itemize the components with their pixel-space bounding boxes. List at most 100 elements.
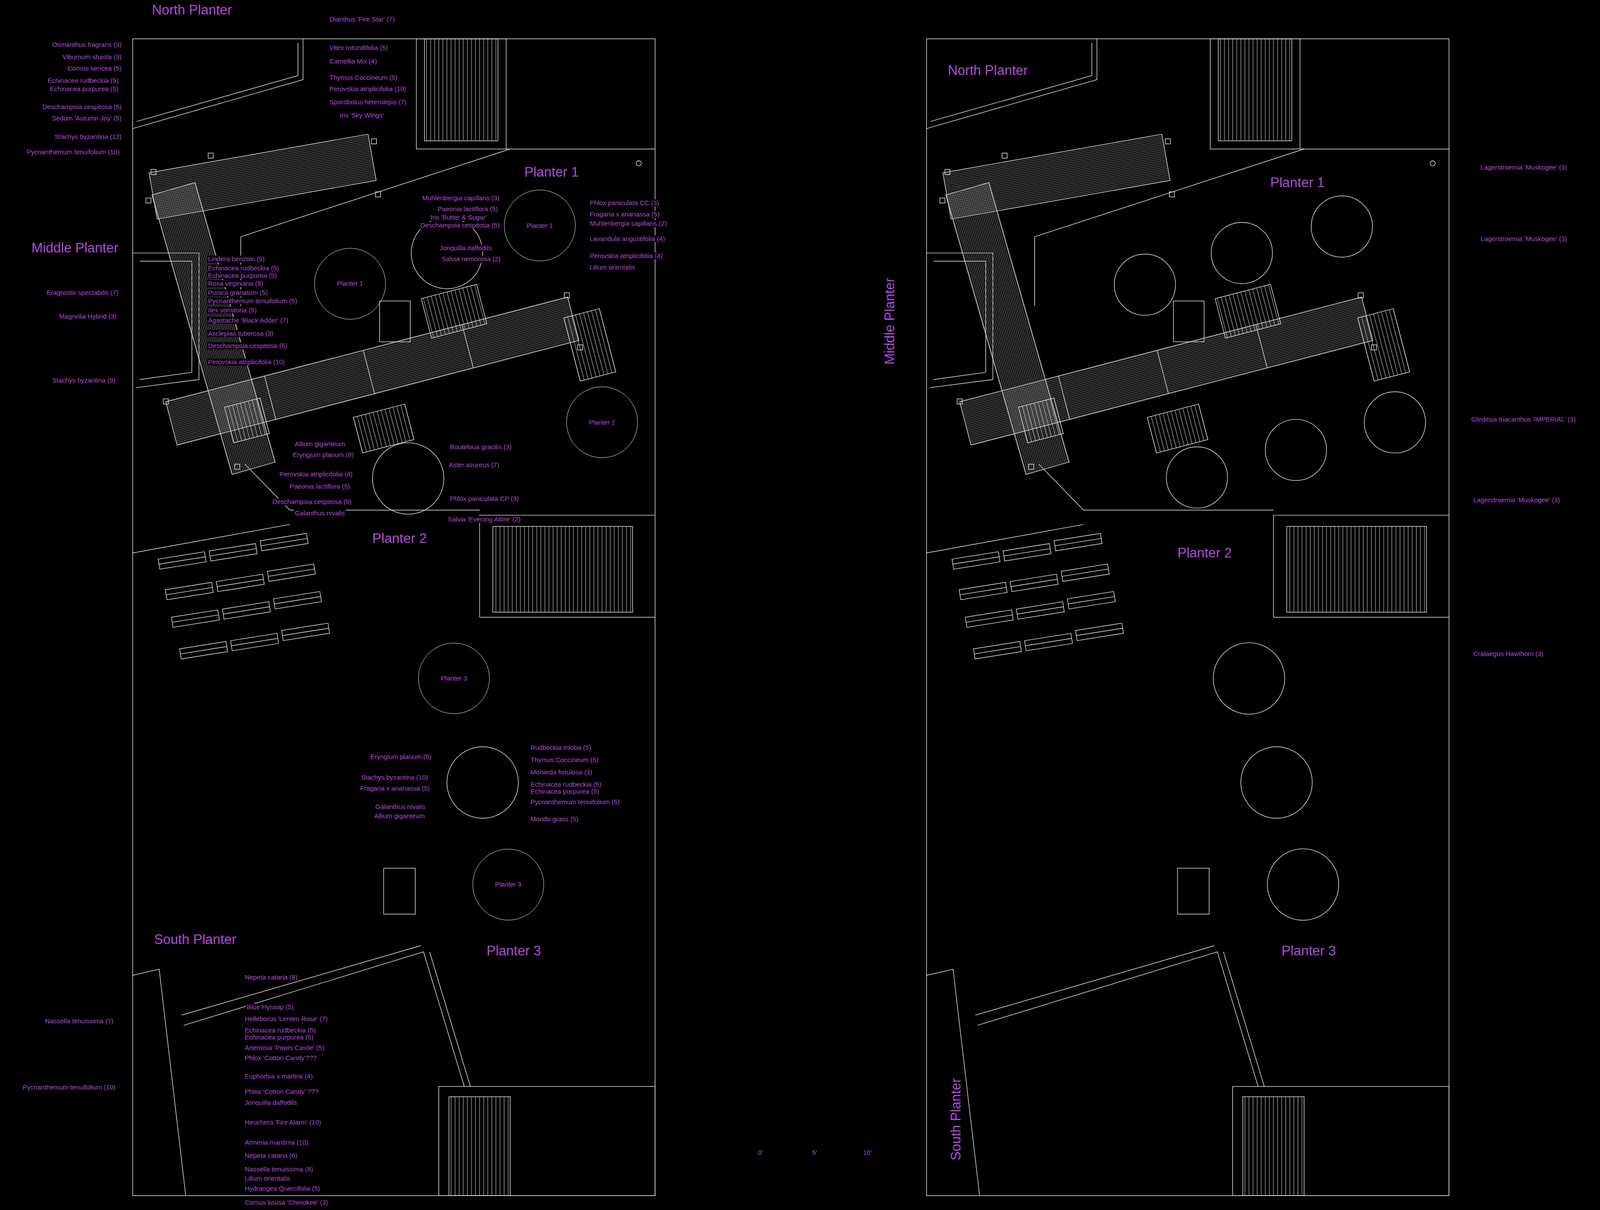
stair: [416, 39, 507, 150]
plant-label: Phlox 'Cotton Candy'???: [243, 1054, 318, 1062]
area-heading: Planter 1: [1269, 175, 1326, 191]
planter-label: Planter 1: [336, 280, 363, 288]
plant-label: Perovskia atriplicifolia (4): [588, 252, 664, 260]
plant-label: Magnolia Hybrid (3): [58, 312, 118, 320]
planter-label: Planter 3: [494, 881, 522, 889]
wall-line: [506, 148, 656, 150]
plant-label: Paeonia lactiflora (5): [436, 205, 499, 213]
plant-label: Camellia Mix (4): [328, 57, 378, 65]
planter-circle: Planter 2: [566, 386, 638, 459]
plant-label: Stachys byzantina (12): [53, 133, 123, 141]
plant-label: Allium giganteum: [293, 440, 346, 448]
plant-label: Echinacea rudbeckia (5): [46, 77, 120, 85]
plant-label: Echinacea purpurea (5): [207, 272, 278, 280]
area-heading: Middle Planter: [882, 277, 898, 366]
plant-label: Pycnanthemum tenuifolium (5): [207, 297, 299, 305]
planter-label: Planter 2: [588, 419, 616, 427]
plant-label: Muhlenbergia capillaris (2): [588, 220, 668, 228]
planter-wall: [132, 969, 186, 1197]
planter-label: Planter 1: [526, 222, 553, 230]
plant-label: Nassella tenuissima (7): [44, 1017, 115, 1025]
area-heading: South Planter: [948, 1077, 964, 1162]
planter-circles: [372, 195, 1426, 921]
plant-label: Paeonia lactiflora (5): [288, 483, 352, 491]
scale-text: 10': [862, 1149, 873, 1157]
plant-label: Osmanthus fragrans (3): [51, 41, 123, 49]
plant-label: Iris 'Butter & Sugar': [429, 213, 488, 221]
plant-label: Deschampsia cespitosa (5): [271, 498, 353, 506]
plant-label: Galanthus nivalis: [293, 509, 346, 517]
planter-circle: Planter 3: [418, 643, 490, 715]
plan-outline: [132, 39, 656, 1197]
plant-label: Salvia 'Evening Attire' (2): [447, 515, 522, 523]
area-heading: Planter 2: [1176, 545, 1233, 561]
plant-label: Cornus kousa 'Cherokee' (3): [243, 1199, 329, 1207]
plant-label: Euphorbia x martinii (4): [243, 1073, 314, 1081]
area-heading: Planter 1: [523, 164, 580, 180]
plant-label: Echinacea purpurea (5): [529, 788, 601, 796]
plant-label: Fragaria x ananassa (5): [359, 785, 431, 793]
plant-label: Echinacea rudbeckia (5): [529, 781, 603, 789]
planter-wall: [136, 42, 299, 122]
plant-label: Thymus Coccineum (5): [328, 74, 399, 82]
plant-label: Artemisia 'Powis Castle' (5): [243, 1044, 326, 1052]
plant-label: Deschampsia cespitosa (5): [419, 222, 501, 230]
plant-label: Rosa virginiana (9): [207, 280, 265, 288]
plant-label: Eryngium planum (5): [369, 753, 433, 761]
plant-label: Vitex rotundifolia (5): [328, 44, 389, 52]
site-boundary: [132, 39, 656, 1197]
wall-line: [132, 524, 290, 554]
plant-label: Asclepias tuberosa (3): [207, 330, 275, 338]
area-heading: North Planter: [946, 63, 1029, 79]
plant-label: Hydrangea Quercifolia (5): [243, 1185, 321, 1193]
plant-label: Lilium orientalis: [243, 1175, 291, 1183]
plant-label: Eragrostis spectabilis (7): [45, 289, 120, 297]
walkway: [145, 134, 616, 475]
plant-label: Galanthus nivalis: [374, 803, 427, 811]
stair-treads: [424, 39, 498, 142]
plant-label: Lagerstroemia 'Muskogee' (3): [1479, 163, 1568, 171]
plant-label: Echinacea rudbeckia (5): [243, 1027, 317, 1035]
stair: [479, 617, 655, 618]
stair: [438, 1086, 655, 1196]
plant-label: Bouteloua gracilis (3): [448, 443, 513, 451]
plant-label: Salvia nemorosa (2): [440, 255, 502, 263]
plant-label: Heuchera 'Fire Alarm' (10): [243, 1119, 322, 1127]
planter-circle: Planter 3: [472, 849, 544, 921]
plant-label: Lavandula angustifolia (4): [588, 235, 666, 243]
plant-label: Phlox 'Cotton Candy' ???: [243, 1088, 320, 1096]
plant-label: Jonquilla daffodils: [438, 244, 493, 252]
plant-label: Aster azureus (7): [448, 462, 501, 470]
planter-circle: Planter 1: [504, 189, 576, 262]
plant-label: Helleborus 'Lenten Rose' (7): [243, 1016, 329, 1024]
plant-label: Nepeta cataria (6): [243, 1152, 299, 1160]
plant-label: Fragaria x ananassa (5): [588, 210, 661, 218]
plant-label: Lagerstroemia 'Muskogee' (3): [1472, 496, 1561, 504]
planter-circle: Planter 1: [314, 248, 386, 320]
plant-label: Sporobolus heterolepis (7): [328, 98, 408, 106]
plant-label: Rudbeckia triloba (5): [529, 744, 592, 752]
plant-label: Jonquilla daffodils: [243, 1099, 298, 1107]
plant-label: Nepeta cataria (8): [243, 974, 299, 982]
planter-wall: [181, 945, 421, 1016]
plant-label: Echinacea rudbeckia (5): [207, 264, 281, 272]
benches: [158, 533, 330, 659]
planter-wall: [183, 952, 465, 1087]
plant-label: Thymus Coccineum (5): [529, 756, 600, 764]
plant-label: Deschampsia cespitosa (5): [41, 103, 123, 111]
area-heading: Planter 3: [485, 943, 542, 959]
plant-label: Pycnanthemum tenuifolium (5): [529, 798, 621, 806]
plant-label: Dianthus 'Fire Star' (7): [328, 15, 396, 23]
plant-label: Monarda fistulosa (3): [529, 768, 594, 776]
plant-label: Ilex vomitoria (5): [207, 306, 258, 314]
area-heading: North Planter: [151, 2, 234, 18]
plant-label: Crataegus Hawthorn (3): [1472, 650, 1545, 658]
plant-label: Viburnum shasta (3): [61, 53, 123, 61]
plant-label: Stachys byzantina (9): [51, 376, 117, 384]
plan-outline-copy: [926, 39, 1450, 1197]
plant-label: Perovskia atriplicifolia (10): [207, 358, 286, 366]
stair: [479, 515, 655, 618]
plant-label: Lagerstroemia 'Muskogee' (3): [1479, 235, 1568, 243]
plant-label: Nassella tenuissima (8): [243, 1166, 314, 1174]
